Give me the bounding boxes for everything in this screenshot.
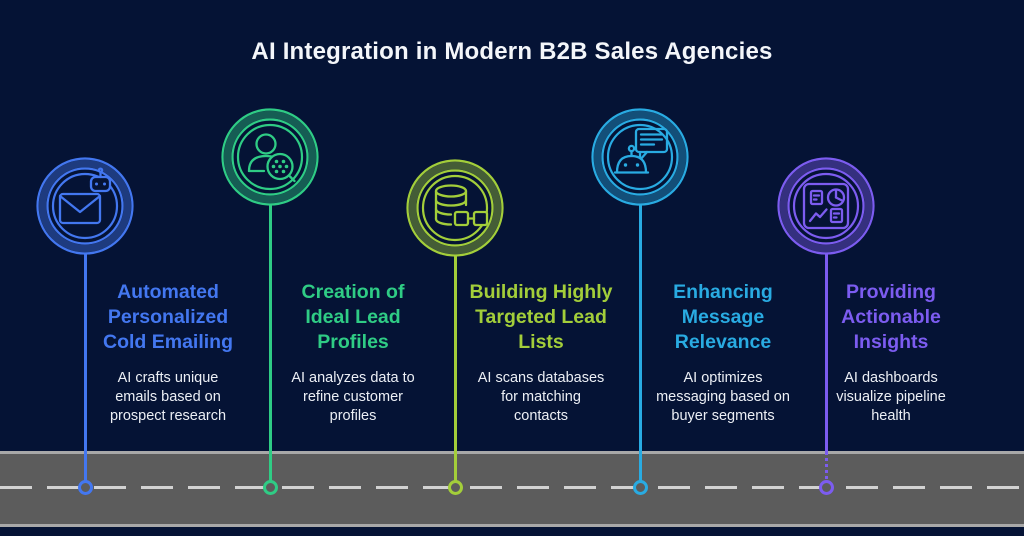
- milestone-5-stem: [825, 254, 828, 452]
- milestone-2-description: AI analyzes data to refine customer prof…: [291, 370, 415, 424]
- milestone-5-stem-road: [825, 452, 828, 481]
- milestone-4-road-node: [633, 480, 648, 495]
- milestone-5-road-node: [819, 480, 834, 495]
- page-title: AI Integration in Modern B2B Sales Agenc…: [251, 38, 773, 65]
- milestone-3-stem: [454, 256, 457, 452]
- milestone-3-text: Building Highly Targeted Lead Lists AI s…: [448, 280, 634, 426]
- milestone-3-medallion: [400, 153, 510, 263]
- road-dashed-centerline: [0, 486, 1024, 489]
- milestone-3-stem-road: [454, 452, 457, 481]
- milestone-2-stem: [269, 205, 272, 452]
- milestone-1-stem-road: [84, 452, 87, 481]
- milestone-1-description: AI crafts unique emails based on prospec…: [109, 370, 227, 424]
- database-contacts-icon: [406, 159, 504, 257]
- chat-robot-icon: [591, 108, 689, 206]
- milestone-5-medallion: [771, 151, 881, 261]
- milestone-1-stem: [84, 254, 87, 452]
- milestone-3-title: Building Highly Targeted Lead Lists: [469, 281, 613, 353]
- milestone-2-road-node: [263, 480, 278, 495]
- milestone-4-medallion: [585, 102, 695, 212]
- milestone-4-stem: [639, 205, 642, 452]
- milestone-1-road-node: [78, 480, 93, 495]
- milestone-5-text: Providing Actionable Insights AI dashboa…: [798, 280, 984, 426]
- email-robot-icon: [36, 157, 134, 255]
- milestone-4-description: AI optimizes messaging based on buyer se…: [656, 370, 790, 424]
- milestone-5-title: Providing Actionable Insights: [841, 281, 941, 353]
- milestone-4-text: Enhancing Message Relevance AI optimizes…: [630, 280, 816, 426]
- milestone-2-medallion: [215, 102, 325, 212]
- milestone-5-description: AI dashboards visualize pipeline health: [836, 370, 946, 424]
- milestone-3-description: AI scans databases for matching contacts: [477, 370, 605, 424]
- milestone-1-text: Automated Personalized Cold Emailing AI …: [75, 280, 261, 426]
- road-graphic: [0, 451, 1024, 527]
- milestone-2-title: Creation of Ideal Lead Profiles: [301, 281, 405, 353]
- milestone-4-title: Enhancing Message Relevance: [673, 281, 773, 353]
- milestone-3-road-node: [448, 480, 463, 495]
- milestone-2-text: Creation of Ideal Lead Profiles AI analy…: [260, 280, 446, 426]
- milestone-1-title: Automated Personalized Cold Emailing: [102, 281, 233, 353]
- lead-profile-search-icon: [221, 108, 319, 206]
- milestone-2-stem-road: [269, 452, 272, 481]
- insights-dashboard-icon: [777, 157, 875, 255]
- milestone-1-medallion: [30, 151, 140, 261]
- milestone-4-stem-road: [639, 452, 642, 481]
